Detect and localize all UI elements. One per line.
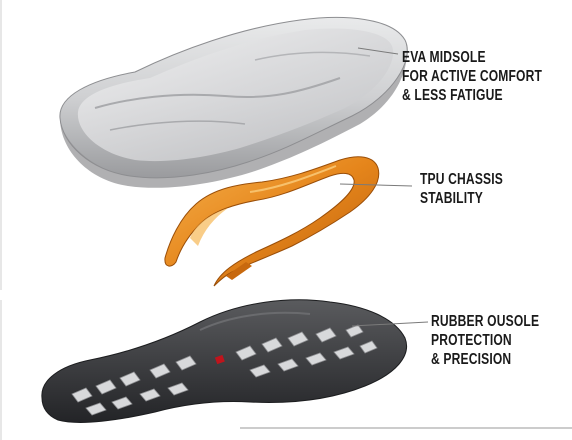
eva-midsole-label: EVA MIDSOLE FOR ACTIVE COMFORT & LESS FA… [402,48,542,105]
eva-label-line-2: FOR ACTIVE COMFORT [402,67,542,86]
rubber-label-line-2: PROTECTION [431,331,539,350]
rubber-label-line-1: RUBBER OUSOLE [431,312,539,331]
tpu-label-line-2: STABILITY [420,189,503,208]
rubber-outsole-illustration [42,300,407,423]
eva-label-line-3: & LESS FATIGUE [402,86,542,105]
tpu-chassis-label: TPU CHASSIS STABILITY [420,170,503,208]
rubber-outsole-label: RUBBER OUSOLE PROTECTION & PRECISION [431,312,539,369]
rubber-label-line-3: & PRECISION [431,350,539,369]
eva-label-line-1: EVA MIDSOLE [402,48,542,67]
tpu-label-line-1: TPU CHASSIS [420,170,503,189]
